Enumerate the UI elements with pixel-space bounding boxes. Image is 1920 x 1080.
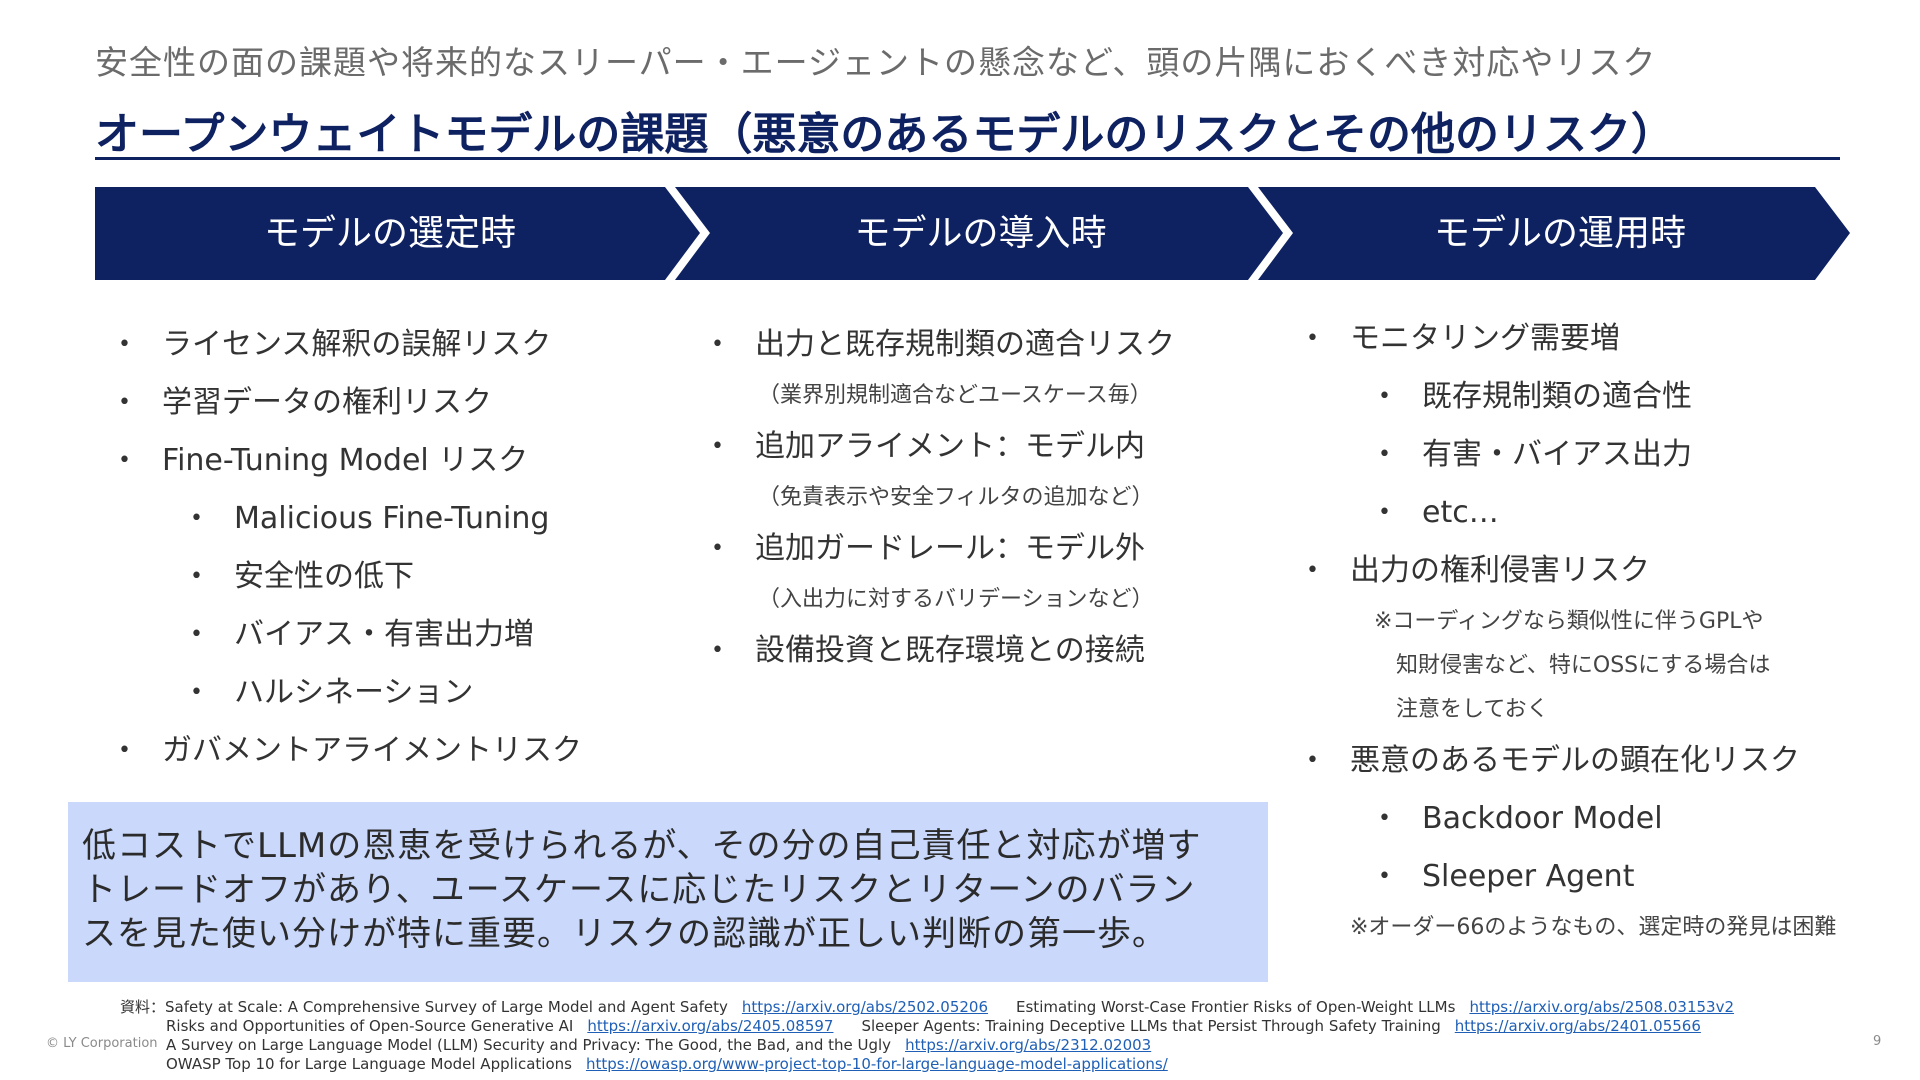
reference-title: Risks and Opportunities of Open-Source G…: [166, 1017, 574, 1035]
list-item: Sleeper Agent: [1378, 848, 1836, 906]
reference-title: OWASP Top 10 for Large Language Model Ap…: [166, 1055, 572, 1073]
column-operation: モニタリング需要増 既存規制類の適合性 有害・バイアス出力 etc… 出力の権利…: [1306, 310, 1837, 950]
list-item: etc…: [1378, 484, 1836, 542]
reference-link[interactable]: https://arxiv.org/abs/2502.05206: [741, 998, 989, 1016]
references-label: 資料：: [120, 998, 166, 1016]
list-item: ハルシネーション: [190, 664, 582, 722]
list-item: 有害・バイアス出力: [1378, 426, 1836, 484]
reference-line: Risks and Opportunities of Open-Source G…: [166, 1017, 1734, 1036]
reference-line: OWASP Top 10 for Large Language Model Ap…: [166, 1055, 1734, 1074]
reference-title: A Survey on Large Language Model (LLM) S…: [166, 1036, 892, 1054]
bullet-note: （入出力に対するバリデーションなど）: [758, 587, 1154, 612]
subtitle: 安全性の面の課題や将来的なスリーパー・エージェントの懸念など、頭の片隅におくべき…: [95, 43, 1657, 82]
reference-line: A Survey on Large Language Model (LLM) S…: [166, 1036, 1734, 1055]
reference-title: Safety at Scale: A Comprehensive Survey …: [165, 998, 728, 1016]
list-item: 既存規制類の適合性: [1378, 368, 1836, 426]
list-item: Fine-Tuning Model リスク: [118, 432, 582, 490]
page-number: 9: [1873, 1034, 1882, 1049]
title-underline: [95, 157, 1840, 160]
reference-title: Sleeper Agents: Training Deceptive LLMs …: [861, 1017, 1441, 1035]
phase-bar: モデルの選定時 モデルの導入時 モデルの運用時: [95, 187, 1850, 280]
phase-arrow-3: [1258, 187, 1850, 280]
reference-link[interactable]: https://arxiv.org/abs/2405.08597: [587, 1017, 834, 1035]
summary-callout: 低コストでLLMの恩恵を受けられるが、その分の自己責任と対応が増す トレードオフ…: [68, 802, 1268, 982]
column-introduction: 出力と既存規制類の適合リスク （業界別規制適合などユースケース毎） 追加アライメ…: [711, 316, 1175, 680]
list-item: Backdoor Model: [1378, 790, 1836, 848]
bullet-note: （免責表示や安全フィルタの追加など）: [758, 485, 1154, 510]
phase-arrow-1: [95, 187, 700, 280]
bullet-note: （業界別規制適合などユースケース毎）: [758, 383, 1152, 408]
callout-line: スを見た使い分けが特に重要。リスクの認識が正しい判断の第一歩。: [82, 914, 1167, 954]
reference-link[interactable]: https://owasp.org/www-project-top-10-for…: [585, 1055, 1168, 1073]
reference-line: 資料：Safety at Scale: A Comprehensive Surv…: [120, 998, 1734, 1017]
reference-title: Estimating Worst-Case Frontier Risks of …: [1016, 998, 1456, 1016]
phase-arrow-2: [675, 187, 1283, 280]
column-selection: ライセンス解釈の誤解リスク 学習データの権利リスク Fine-Tuning Mo…: [118, 316, 582, 780]
list-item: Malicious Fine-Tuning: [190, 490, 582, 548]
references: 資料：Safety at Scale: A Comprehensive Surv…: [120, 998, 1734, 1074]
phase-arrows: [95, 187, 1850, 280]
copyright: © LY Corporation: [46, 1036, 158, 1051]
list-item: 出力と既存規制類の適合リスク: [711, 316, 1175, 374]
list-item: モニタリング需要増: [1306, 310, 1836, 368]
list-item: 設備投資と既存環境との接続: [711, 622, 1175, 680]
bullet-note: ※オーダー66のようなもの、選定時の発見は困難: [1350, 915, 1837, 940]
callout-line: トレードオフがあり、ユースケースに応じたリスクとリターンのバラン: [82, 870, 1196, 910]
list-item: 悪意のあるモデルの顕在化リスク: [1306, 732, 1836, 790]
reference-link[interactable]: https://arxiv.org/abs/2401.05566: [1454, 1017, 1701, 1035]
reference-link[interactable]: https://arxiv.org/abs/2312.02003: [905, 1036, 1152, 1054]
bullet-note: ※コーディングなら類似性に伴うGPLや: [1374, 609, 1764, 634]
phase-label-selection: モデルの選定時: [263, 213, 516, 254]
list-item: バイアス・有害出力増: [190, 606, 582, 664]
callout-line: 低コストでLLMの恩恵を受けられるが、その分の自己責任と対応が増す: [82, 826, 1202, 866]
list-item: 学習データの権利リスク: [118, 374, 582, 432]
list-item: ライセンス解釈の誤解リスク: [118, 316, 582, 374]
list-item: 安全性の低下: [190, 548, 582, 606]
reference-link[interactable]: https://arxiv.org/abs/2508.03153v2: [1469, 998, 1735, 1016]
list-item: ガバメントアライメントリスク: [118, 722, 582, 780]
phase-label-introduction: モデルの導入時: [854, 213, 1107, 254]
bullet-note: 注意をしておく: [1396, 697, 1549, 722]
list-item: 出力の権利侵害リスク: [1306, 542, 1836, 600]
bullet-note: 知財侵害など、特にOSSにする場合は: [1396, 653, 1771, 678]
list-item: 追加ガードレール：モデル外: [711, 520, 1175, 578]
list-item: 追加アライメント：モデル内: [711, 418, 1175, 476]
phase-label-operation: モデルの運用時: [1433, 213, 1686, 254]
page-title: オープンウェイトモデルの課題（悪意のあるモデルのリスクとその他のリスク）: [95, 109, 1676, 160]
